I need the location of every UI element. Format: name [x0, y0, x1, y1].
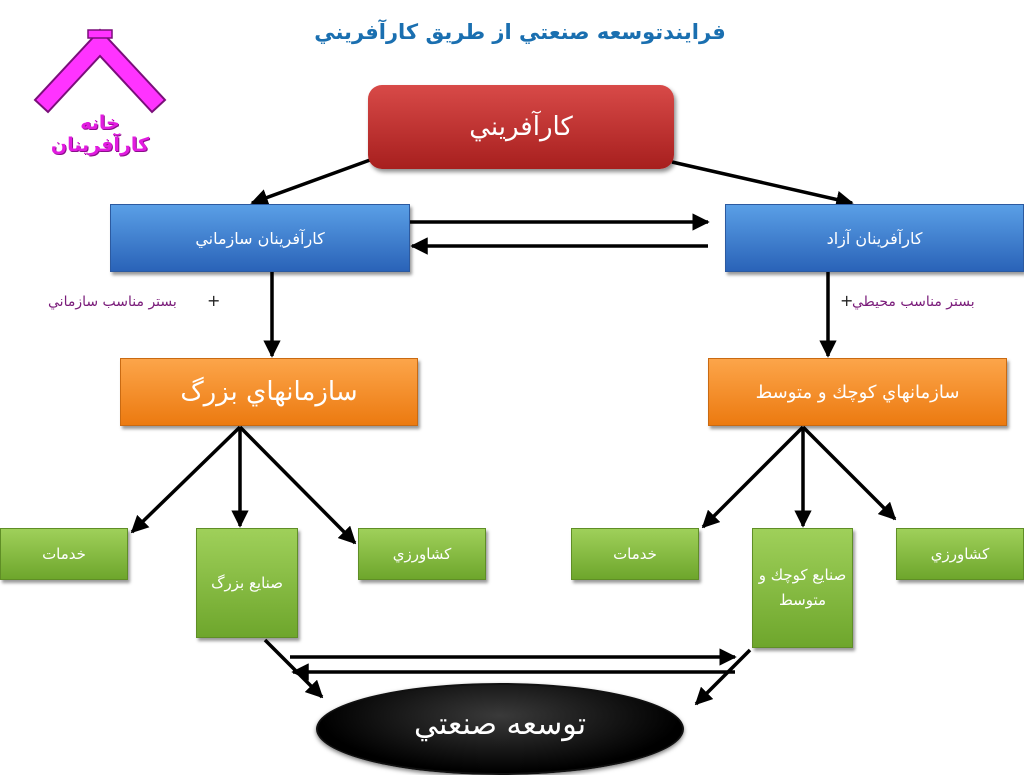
arrow-sme-to-services — [701, 425, 805, 529]
agriculture-right-node: كشاورزي — [896, 528, 1024, 580]
environmental-plus-sign: + — [840, 291, 854, 310]
arrow-sme-industries-to-development — [694, 648, 752, 706]
services-left-node: خدمات — [0, 528, 128, 580]
independent-entrepreneurs-node: كارآفرينان آزاد — [725, 204, 1024, 272]
arrow-root-to-free — [671, 160, 854, 209]
services-right-node: خدمات — [571, 528, 699, 580]
organizational-entrepreneurs-node: كارآفرينان سازماني — [110, 204, 410, 272]
arrow-root-to-org — [250, 158, 371, 206]
industrial-development-node: توسعه صنعتي — [316, 683, 684, 775]
organizational-context-note: بستر مناسب سازماني — [48, 294, 177, 310]
small-medium-industries-node: صنايع كوچك و متوسط — [752, 528, 853, 648]
environmental-context-note: بستر مناسب محيطي — [852, 294, 975, 310]
arrow-sme-to-agriculture — [801, 425, 897, 521]
logo-text: خانه کارآفرینان — [50, 112, 150, 156]
small-medium-organizations-node: سازمانهاي كوچك و متوسط — [708, 358, 1007, 426]
house-logo-icon — [33, 28, 167, 114]
agriculture-left-node: كشاورزي — [358, 528, 486, 580]
arrow-industries-to-development — [263, 638, 324, 699]
page-title: فرايندتوسعه صنعتي از طريق كارآفريني — [314, 20, 726, 44]
large-industries-node: صنايع بزرگ — [196, 528, 298, 638]
large-organizations-node: سازمانهاي بزرگ — [120, 358, 418, 426]
entrepreneurship-node: كارآفريني — [368, 85, 674, 169]
arrow-large-to-agriculture — [238, 425, 357, 545]
organizational-plus-sign: + — [207, 291, 221, 310]
arrow-large-to-services — [130, 425, 242, 534]
